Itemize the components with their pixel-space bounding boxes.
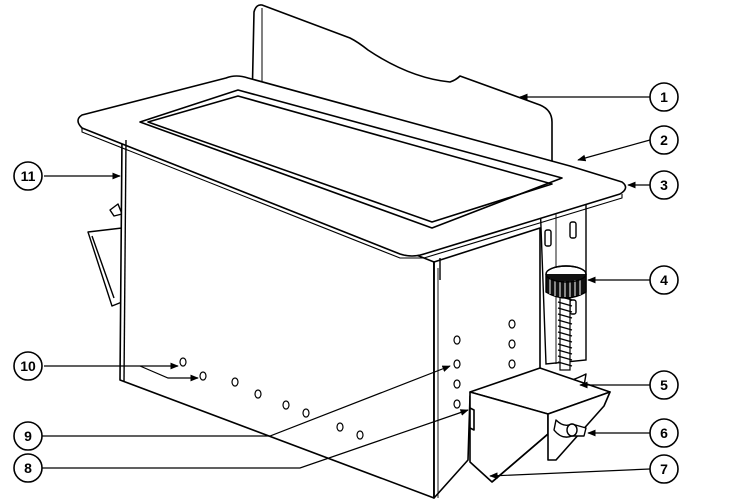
callout-10: 10 [13,351,43,381]
svg-text:7: 7 [660,461,668,477]
callout-6: 6 [649,418,679,448]
callout-4: 4 [649,265,679,295]
leader-10b [139,365,199,382]
svg-text:8: 8 [24,460,32,476]
clamp-bracket [469,367,611,483]
leader-9 [42,365,451,437]
svg-text:6: 6 [660,425,668,441]
leader-2 [577,139,651,162]
threaded-rod [557,289,573,371]
box-front-edges [123,139,441,383]
svg-text:9: 9 [24,428,32,444]
callout-9: 9 [13,421,43,451]
side-face-holes [453,319,516,409]
thumb-screw [553,419,587,438]
svg-text:2: 2 [660,132,668,148]
callout-8: 8 [13,453,43,483]
front-face-holes [179,357,364,440]
callout-3: 3 [649,170,679,200]
svg-text:11: 11 [21,168,36,184]
leader-7 [489,468,651,480]
callout-2: 2 [649,125,679,155]
top-flange [77,75,627,259]
leader-8 [42,409,469,469]
callout-1: 1 [649,82,679,112]
callouts: 1 2 3 4 5 6 7 8 [13,82,679,484]
svg-text:1: 1 [660,89,668,105]
callout-5: 5 [649,370,679,400]
left-clamp-bracket [87,203,123,307]
callout-7: 7 [649,454,679,484]
svg-text:10: 10 [20,358,36,374]
callout-11: 11 [13,161,43,191]
adjustment-knob [545,265,587,299]
svg-text:4: 4 [660,272,668,288]
leader-lines [42,93,651,480]
svg-text:5: 5 [660,377,668,393]
svg-text:3: 3 [660,177,668,193]
